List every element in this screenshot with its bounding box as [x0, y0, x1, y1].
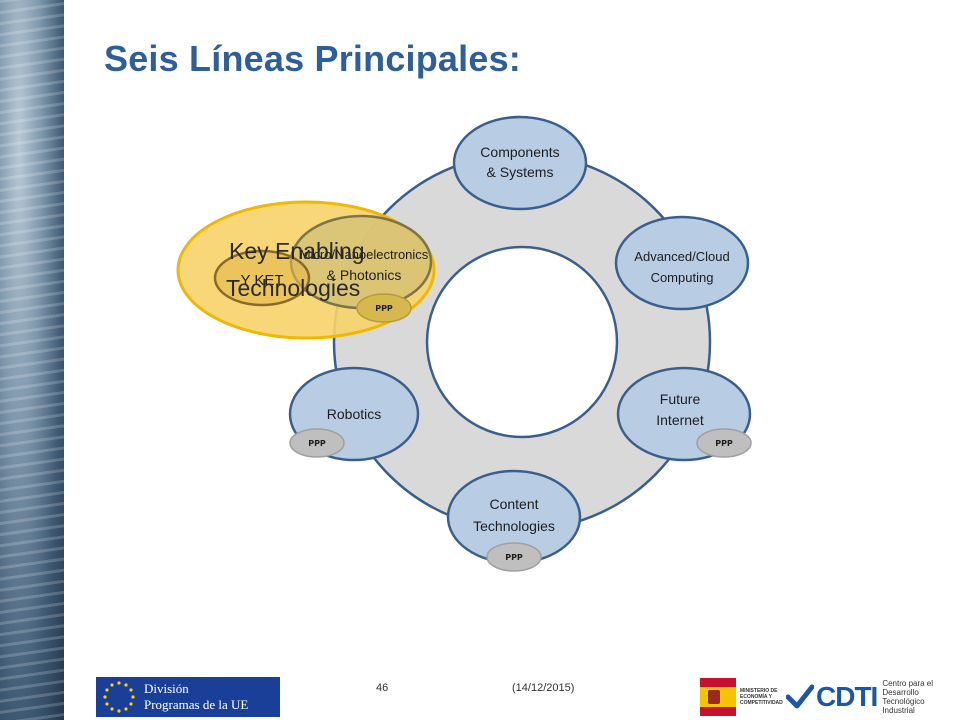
side-texture-decoration	[0, 0, 64, 720]
ppp-badge	[289, 428, 345, 458]
ppp-label: PPP	[505, 553, 523, 562]
node-label: & Photonics	[327, 267, 402, 283]
cdti-sub-line: Industrial	[882, 706, 915, 715]
ppp-badge	[356, 293, 412, 323]
key-enabling-technologies-group[interactable]: Micro/Nanoelectronics & Photonics Y KET …	[176, 200, 436, 340]
node-label: Computing	[651, 270, 714, 285]
eu-division-line1: División	[144, 681, 189, 696]
eu-division-text: División Programas de la UE	[144, 681, 248, 713]
page-date: (14/12/2015)	[512, 682, 575, 694]
node-cloud-computing[interactable]: Advanced/Cloud Computing	[614, 215, 750, 311]
cdti-sub-line: Desarrollo	[882, 688, 919, 697]
node-y-ket[interactable]	[213, 249, 311, 307]
ppp-badge	[696, 428, 752, 458]
node-label: Content	[489, 496, 538, 512]
node-label: Micro/Nanoelectronics	[300, 247, 429, 262]
page-number: 46	[376, 682, 389, 694]
eu-stars-icon	[103, 681, 135, 713]
cdti-sub-line: Tecnológico	[882, 697, 925, 706]
node-label: Internet	[656, 412, 704, 428]
node-future-internet[interactable]: Future Internet PPP	[616, 366, 752, 462]
cdti-logo: CDTI Centro para el Desarrollo Tecnológi…	[786, 679, 944, 715]
node-components-systems[interactable]: Components & Systems	[452, 115, 588, 211]
node-label: Technologies	[473, 518, 555, 534]
spain-emblem-icon	[700, 678, 736, 716]
node-label: Advanced/Cloud	[634, 249, 729, 264]
node-label: Components	[480, 144, 559, 160]
ppp-label: PPP	[715, 439, 733, 448]
node-label: Robotics	[327, 406, 381, 422]
node-label: & Systems	[487, 164, 554, 180]
cdti-sub-line: Centro para el	[882, 679, 934, 688]
eu-division-logo: División Programas de la UE	[96, 677, 280, 717]
node-label: Y KET	[240, 272, 283, 289]
cdti-subtitle: Centro para el Desarrollo Tecnológico In…	[882, 679, 944, 715]
cdti-check-icon	[786, 684, 814, 709]
key-enabling-title-line2: Technologies	[226, 275, 360, 301]
key-enabling-title-line1: Key Enabling	[229, 238, 365, 264]
cdti-wordmark: CDTI	[816, 681, 878, 712]
node-content-technologies[interactable]: Content Technologies PPP	[446, 469, 582, 572]
slide-title: Seis Líneas Principales:	[104, 38, 521, 79]
ministry-text: Ministerio de Economía y Competitividad	[740, 688, 783, 706]
eu-division-line2: Programas de la UE	[144, 697, 249, 712]
footer-logos: Ministerio de Economía y Competitividad …	[700, 676, 952, 718]
ppp-label: PPP	[308, 439, 326, 448]
ppp-badge	[486, 542, 542, 572]
node-robotics[interactable]: Robotics PPP	[288, 366, 420, 462]
ppp-label: PPP	[375, 304, 393, 313]
ring-inner	[425, 245, 619, 439]
node-label: Future	[660, 391, 701, 407]
